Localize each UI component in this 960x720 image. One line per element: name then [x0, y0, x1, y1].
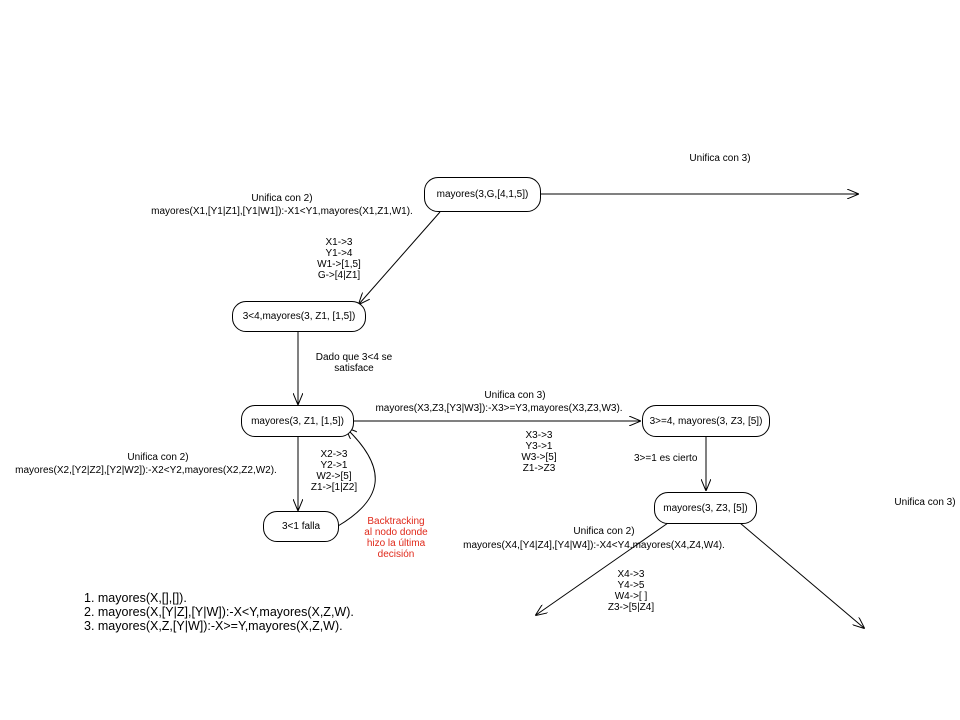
edge-n6-left [536, 522, 669, 615]
node-mayores-z1: mayores(3, Z1, [1,5]) [241, 405, 354, 437]
label-unifica-3-top: Unifica con 3) [689, 153, 751, 164]
label-subst-4: X4->3 Y4->5 W4->[ ] Z3->[5|Z4] [607, 569, 655, 613]
node-3lt4-mayores: 3<4,mayores(3, Z1, [1,5]) [232, 301, 366, 332]
label-clause-2-bottom: mayores(X4,[Y4|Z4],[Y4|W4]):-X4<Y4,mayor… [463, 540, 725, 551]
edge-n6-right [739, 522, 864, 628]
label-subst-3: X3->3 Y3->1 W3->[5] Z1->Z3 [521, 430, 557, 474]
edge-n1-n2 [359, 211, 441, 304]
rules-list: 1. mayores(X,[],[]). 2. mayores(X,[Y|Z],… [84, 591, 354, 633]
label-unifica-3-right: Unifica con 3) [894, 497, 956, 508]
label-unifica-2-left: Unifica con 2) [127, 452, 189, 463]
rule-2: 2. mayores(X,[Y|Z],[Y|W]):-X<Y,mayores(X… [84, 605, 354, 619]
label-dado-que: Dado que 3<4 se satisface [315, 352, 393, 374]
node-3ge4-mayores: 3>=4, mayores(3, Z3, [5]) [642, 405, 770, 437]
label-subst-2: X2->3 Y2->1 W2->[5] Z1->[1|Z2] [310, 449, 358, 493]
label-unifica-3-mid: Unifica con 3) [484, 390, 546, 401]
node-falla: 3<1 falla [263, 511, 339, 542]
edge-backtracking [337, 428, 376, 527]
label-es-cierto: 3>=1 es cierto [634, 453, 698, 464]
label-clause-2-top: mayores(X1,[Y1|Z1],[Y1|W1]):-X1<Y1,mayor… [151, 206, 413, 217]
label-clause-2-left: mayores(X2,[Y2|Z2],[Y2|W2]):-X2<Y2,mayor… [15, 465, 277, 476]
rule-1: 1. mayores(X,[],[]). [84, 591, 187, 605]
label-unifica-2-top: Unifica con 2) [251, 193, 313, 204]
label-clause-3-mid: mayores(X3,Z3,[Y3|W3]):-X3>=Y3,mayores(X… [375, 403, 623, 414]
node-mayores-root: mayores(3,G,[4,1,5]) [424, 177, 541, 212]
label-backtracking: Backtracking al nodo donde hizo la últim… [364, 516, 428, 560]
label-unifica-2-bottom: Unifica con 2) [573, 526, 635, 537]
rule-3: 3. mayores(X,Z,[Y|W]):-X>=Y,mayores(X,Z,… [84, 619, 343, 633]
node-mayores-z3: mayores(3, Z3, [5]) [654, 492, 757, 524]
label-subst-1: X1->3 Y1->4 W1->[1,5] G->[4|Z1] [317, 237, 361, 281]
